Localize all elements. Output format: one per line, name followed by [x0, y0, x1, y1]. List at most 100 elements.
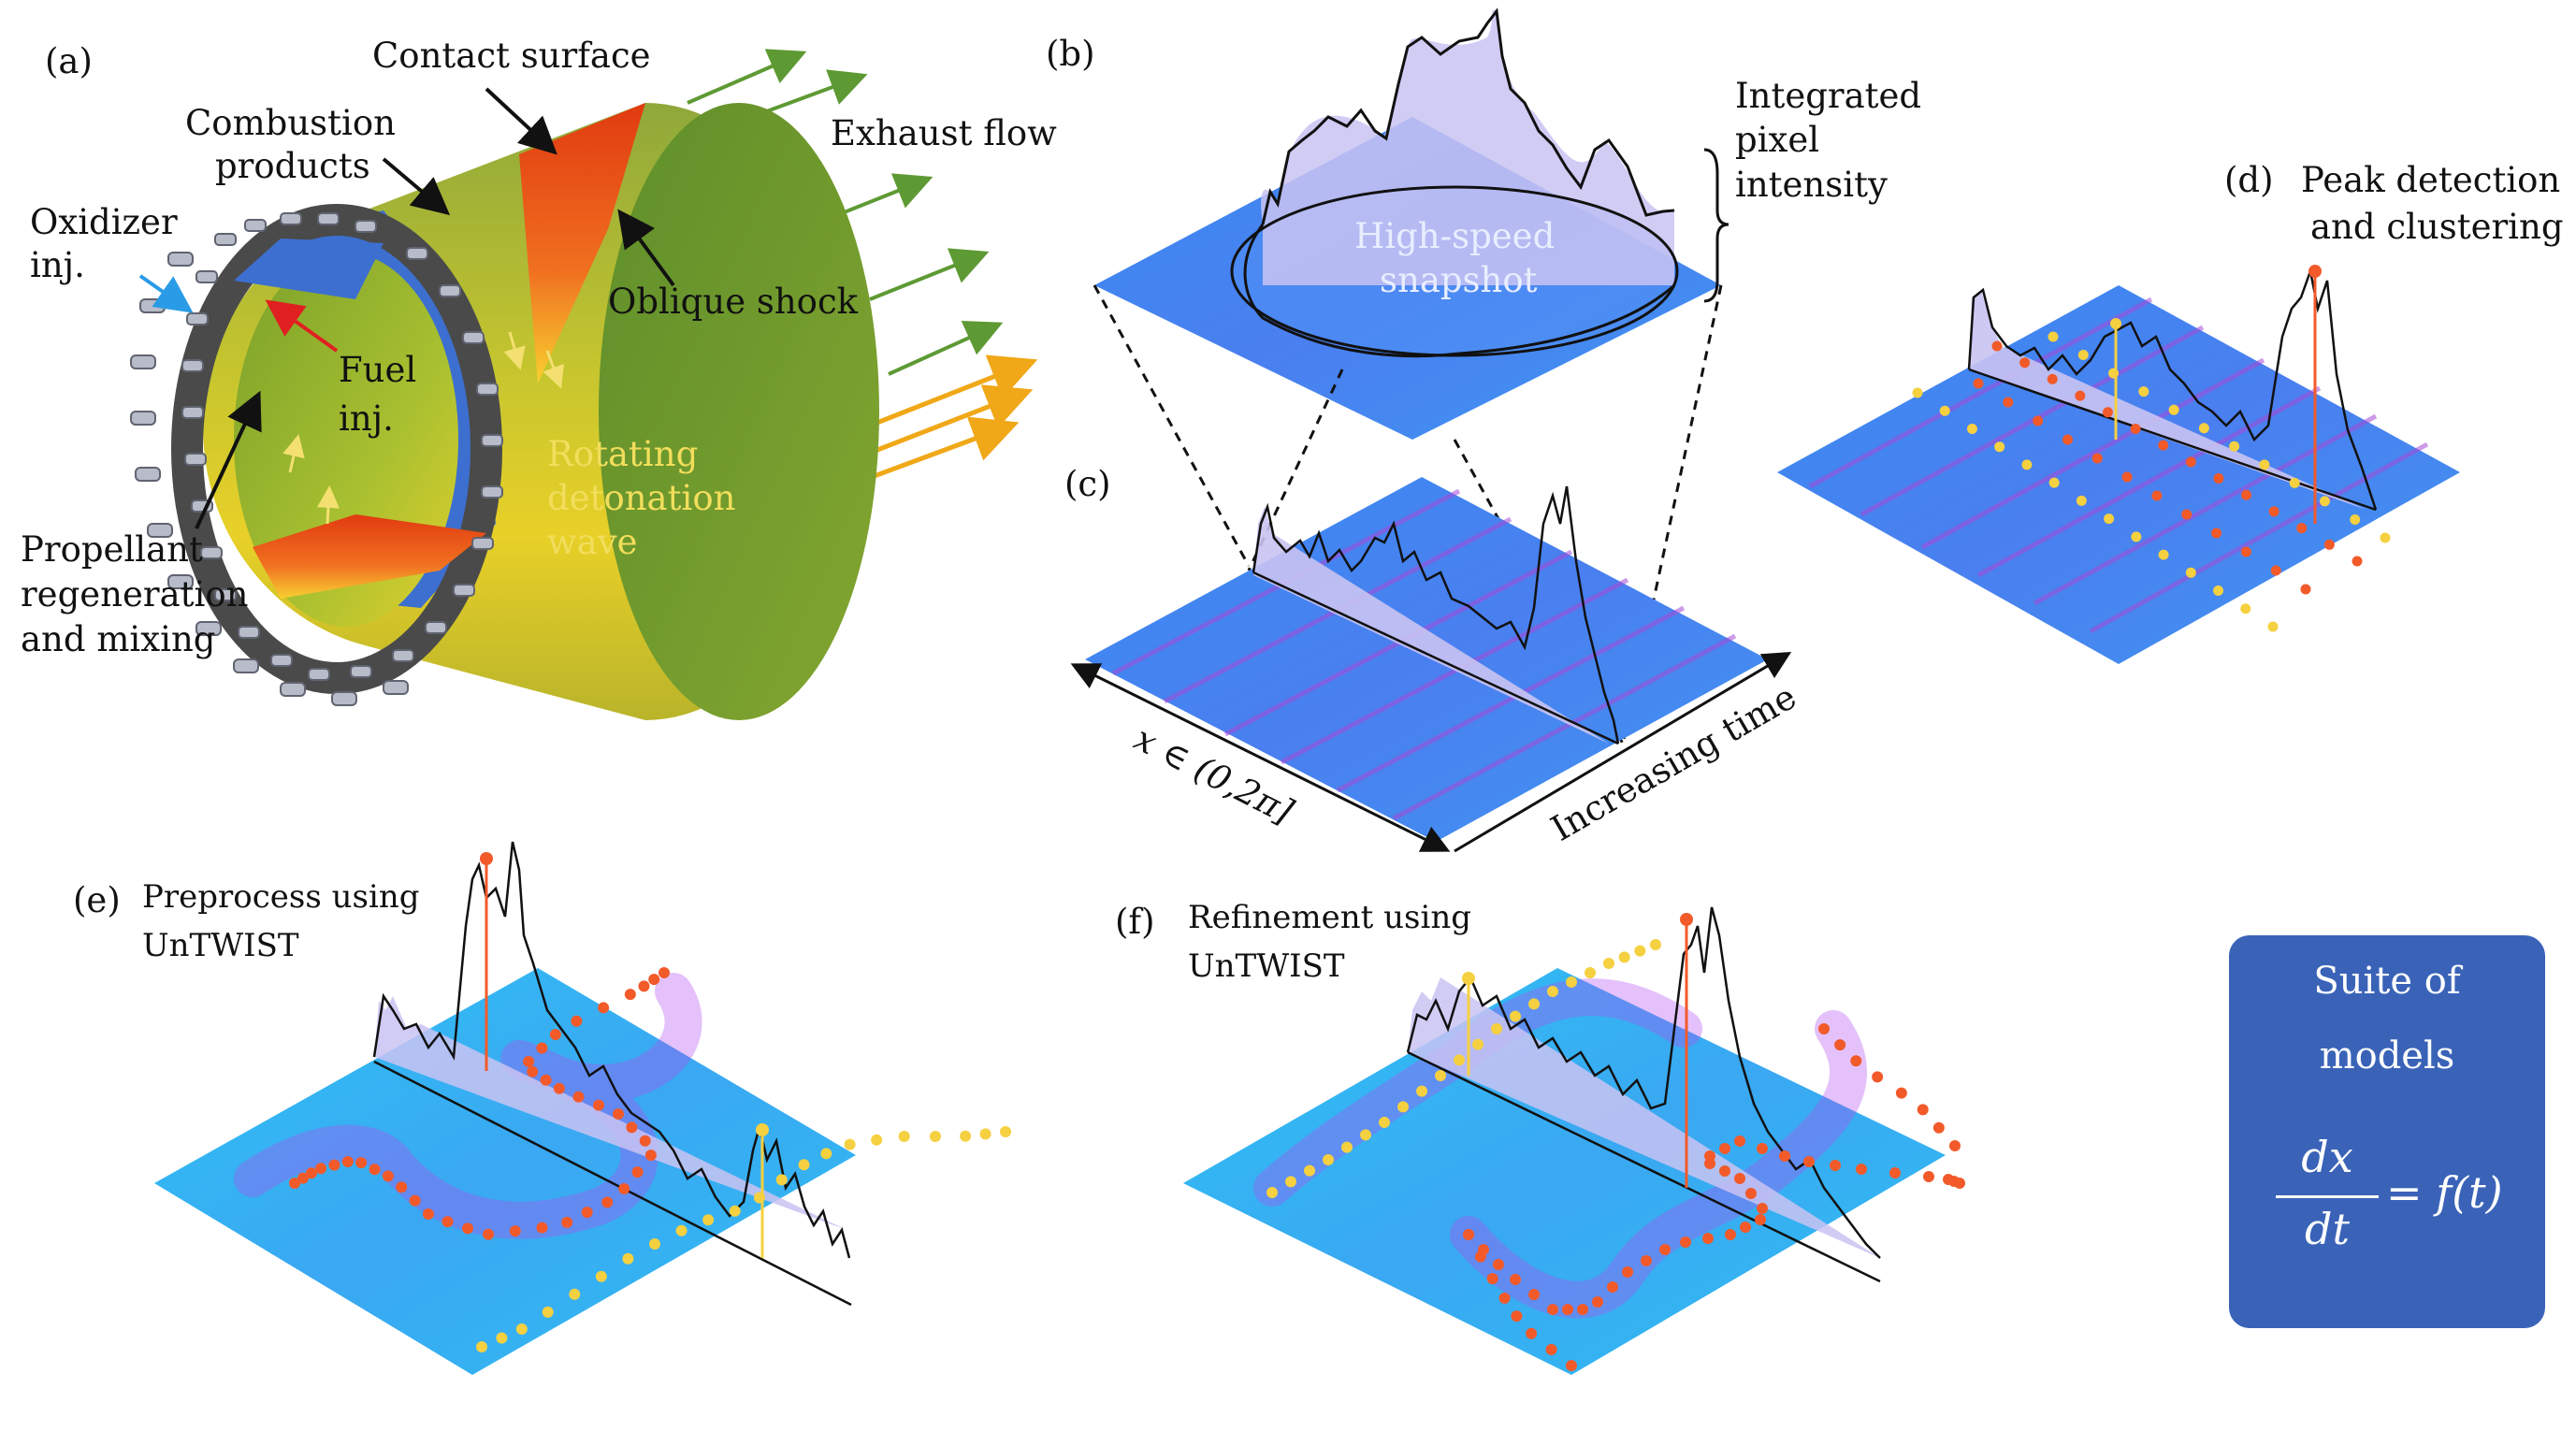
peak-dot [1472, 1038, 1483, 1050]
peak-dot [624, 989, 636, 1001]
peak-dot [1304, 1164, 1315, 1177]
peak-dot [1757, 1143, 1768, 1154]
peak-dot [1493, 1259, 1504, 1270]
peak-dot [2350, 513, 2361, 525]
peak-dot [2047, 373, 2058, 384]
eq-numerator: dx [2301, 1132, 2353, 1182]
peak-dot [1266, 1187, 1278, 1198]
peak-dot [2296, 523, 2308, 534]
peak-dot [675, 1224, 687, 1236]
label-preprocess: Preprocess using [142, 878, 420, 916]
peak-dot [639, 1135, 651, 1147]
peak-dot [1491, 1023, 1502, 1034]
label-propellant-2: regeneration [21, 574, 248, 615]
peak-dot [1954, 1178, 1965, 1189]
peak-dot [2019, 357, 2031, 369]
peak-dot [644, 1150, 657, 1162]
peak-dot [1566, 976, 1577, 988]
peak-dot [1912, 387, 1923, 398]
peak-dot [1734, 1135, 1745, 1147]
peak-dot [355, 1157, 368, 1169]
peak-dot [1719, 1143, 1730, 1154]
detonation-front [253, 514, 486, 599]
label-fuel-1: Fuel [339, 350, 416, 390]
preprocess-trace [372, 841, 851, 1259]
xt-baseline [1252, 571, 1619, 745]
peak-dot [648, 974, 660, 986]
peak-dot [1755, 1214, 1766, 1225]
peak-dot [1991, 340, 2003, 352]
peak-dot [1498, 1292, 1511, 1304]
peak-dot [871, 1134, 883, 1146]
peak-dot [2130, 423, 2141, 434]
peak-dot [2131, 531, 2142, 542]
peak-dot [2198, 423, 2209, 434]
peak-dot [2062, 434, 2073, 445]
peak-dot [1416, 1085, 1427, 1097]
peak-dot [1577, 1304, 1588, 1315]
panel-b-labels: (b) High-speed snapshot Integrated pixel… [1046, 34, 1921, 300]
peak-dot [2352, 556, 2363, 567]
peak-dot [572, 1091, 585, 1103]
peak-dot [536, 1042, 548, 1054]
intensity-trace [1261, 7, 1675, 225]
label-intensity: intensity [1735, 165, 1888, 205]
peak-dot [2185, 456, 2196, 468]
label-combustion-1: Combustion [185, 103, 396, 143]
preprocess-plate [154, 968, 856, 1375]
peak-dot [638, 980, 650, 992]
peak-dot [649, 1238, 660, 1250]
peak-dot [1725, 1229, 1736, 1240]
label-high-speed: High-speed [1354, 216, 1555, 256]
peak-dot [422, 1207, 434, 1220]
peak-dot [2158, 440, 2169, 451]
peak-dot [2241, 489, 2252, 500]
peak-dot [1966, 423, 1977, 434]
peak-dot [960, 1130, 972, 1142]
peak-dot [2091, 453, 2103, 464]
label-combustion-2: products [215, 146, 370, 186]
peak-dot [2033, 415, 2044, 427]
peak-dot [1454, 1054, 1465, 1066]
peak-dot [542, 1306, 554, 1318]
peak-dot [1528, 1289, 1540, 1300]
model-equation: dx dt = f(t) [2266, 1132, 2519, 1272]
label-rotating-1: Rotating [547, 434, 698, 474]
label-fuel-2: inj. [339, 398, 394, 439]
peak-dot [1634, 945, 1646, 957]
label-untwist-f: UnTWIST [1188, 947, 1345, 985]
label-oblique-shock: Oblique shock [608, 282, 859, 322]
peak-dot [1603, 958, 1614, 969]
peak-dot [2213, 473, 2224, 484]
peak-dot [1702, 1233, 1714, 1244]
peak-dot [2213, 586, 2224, 597]
peak-dot [601, 1196, 614, 1208]
peak-dot [569, 1288, 581, 1300]
suite-line-1: Suite of [2313, 960, 2461, 1003]
label-contact-surface: Contact surface [372, 36, 651, 76]
peak-dot [2240, 546, 2251, 557]
label-exhaust-flow: Exhaust flow [831, 113, 1057, 153]
peak-dot [1949, 1140, 1961, 1151]
panel-e-labels: (e) Preprocess using UnTWIST [73, 878, 420, 964]
label-untwist-e: UnTWIST [142, 927, 299, 964]
panel-d-labels: (d) Peak detection and clustering [2224, 160, 2564, 247]
panel-c-tag: (c) [1064, 464, 1111, 504]
peak-dot [613, 1108, 625, 1121]
peak-dot [898, 1131, 910, 1142]
peak-dot [2289, 477, 2300, 488]
peak-dot [2121, 471, 2133, 483]
panel-e-tag: (e) [73, 880, 121, 920]
peak-dot [1641, 1255, 1652, 1266]
panel-a-labels: (a) Contact surface Combustion products … [21, 36, 1057, 659]
peak-dot [775, 1174, 788, 1186]
peak-dot [2240, 603, 2251, 615]
label-clustering: and clustering [2310, 207, 2564, 247]
label-integrated: Integrated [1735, 76, 1921, 116]
peak-dot [1000, 1126, 1011, 1137]
panel-f-labels: (f) Refinement using UnTWIST [1115, 899, 1471, 985]
outlet-end-face [599, 103, 879, 720]
peak-dot [1680, 1236, 1691, 1248]
peak-dot [1745, 1188, 1757, 1199]
peak-dot [1511, 1310, 1523, 1323]
